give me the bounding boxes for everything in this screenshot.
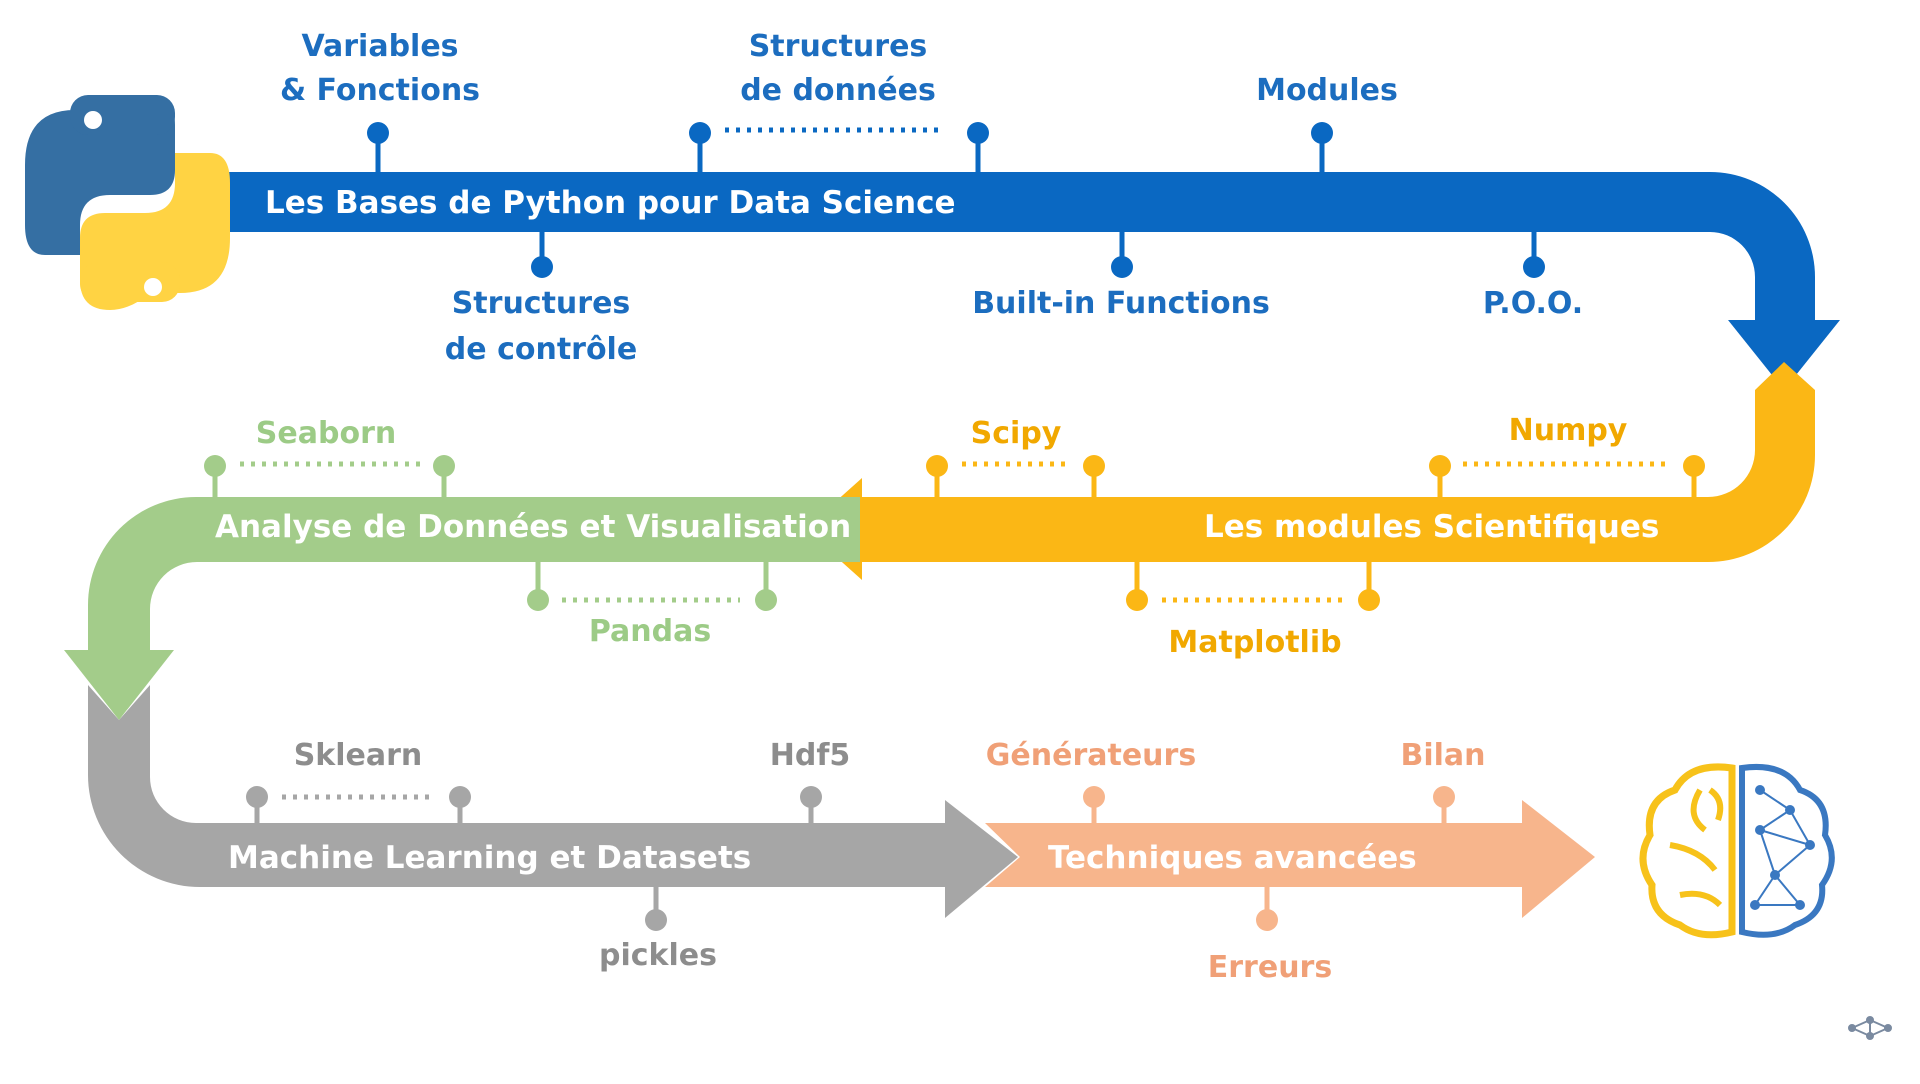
track-analyse-donnees: Analyse de Données et Visualisation Seab… bbox=[64, 416, 860, 720]
green-arrow-body bbox=[88, 497, 860, 650]
milestone-erreurs bbox=[1256, 887, 1278, 931]
track2-title: Les modules Scientifiques bbox=[1204, 509, 1659, 545]
gray-arrow-head bbox=[945, 800, 1018, 918]
track-python-bases: Les Bases de Python pour Data Science bbox=[225, 29, 1840, 390]
track3-title: Analyse de Données et Visualisation bbox=[215, 509, 851, 545]
milestone-hdf5 bbox=[800, 786, 822, 823]
milestone-seaborn bbox=[204, 455, 455, 497]
label-hdf5: Hdf5 bbox=[770, 738, 851, 773]
label-bilan: Bilan bbox=[1400, 738, 1485, 773]
label-structures-controle-1: Structures bbox=[452, 286, 631, 321]
milestone-numpy bbox=[1429, 455, 1705, 497]
milestone-structures-controle bbox=[531, 232, 553, 278]
blue-arrow-head bbox=[1728, 320, 1840, 390]
track1-title: Les Bases de Python pour Data Science bbox=[265, 185, 956, 221]
milestone-pandas bbox=[527, 562, 777, 611]
network-icon[interactable] bbox=[1848, 1016, 1892, 1040]
label-scipy: Scipy bbox=[971, 416, 1062, 451]
yellow-arrow-body bbox=[860, 362, 1815, 562]
label-generateurs: Générateurs bbox=[986, 738, 1196, 773]
milestone-bilan bbox=[1433, 786, 1455, 823]
label-variables-2: & Fonctions bbox=[280, 73, 480, 108]
label-sklearn: Sklearn bbox=[294, 738, 423, 773]
label-structures-donnees-1: Structures bbox=[749, 29, 928, 64]
milestone-sklearn bbox=[246, 786, 471, 823]
label-modules: Modules bbox=[1256, 73, 1398, 108]
orange-arrow-body bbox=[985, 823, 1525, 887]
track4-title: Machine Learning et Datasets bbox=[228, 840, 751, 876]
label-erreurs: Erreurs bbox=[1208, 950, 1332, 985]
milestone-modules bbox=[1311, 122, 1333, 172]
label-poo: P.O.O. bbox=[1483, 286, 1583, 321]
green-arrow-head bbox=[64, 650, 174, 720]
milestone-scipy bbox=[926, 455, 1105, 497]
track-machine-learning: Machine Learning et Datasets Sklearn Hdf… bbox=[88, 685, 1018, 973]
track-techniques-avancees: Techniques avancées Générateurs Bilan Er… bbox=[985, 738, 1595, 985]
track5-title: Techniques avancées bbox=[1048, 840, 1417, 876]
label-variables-1: Variables bbox=[301, 29, 458, 64]
orange-arrow-head bbox=[1522, 800, 1595, 918]
label-matplotlib: Matplotlib bbox=[1168, 625, 1341, 660]
label-pickles: pickles bbox=[599, 938, 717, 973]
milestone-generateurs bbox=[1083, 786, 1105, 823]
milestone-poo bbox=[1523, 232, 1545, 278]
milestone-structures-donnees bbox=[689, 122, 989, 172]
label-structures-donnees-2: de données bbox=[740, 73, 936, 108]
label-pandas: Pandas bbox=[589, 614, 711, 649]
milestone-pickles bbox=[645, 887, 667, 931]
label-numpy: Numpy bbox=[1509, 413, 1628, 448]
label-builtin: Built-in Functions bbox=[972, 286, 1270, 321]
milestone-variables bbox=[367, 122, 389, 172]
brain-ai-icon bbox=[1639, 763, 1835, 939]
blue-arrow-body bbox=[225, 172, 1815, 320]
gray-arrow-body bbox=[88, 685, 945, 887]
track-modules-scientifiques: Les modules Scientifiques Scipy Numpy Ma bbox=[805, 362, 1815, 660]
milestone-matplotlib bbox=[1126, 562, 1380, 611]
milestone-builtin bbox=[1111, 232, 1133, 278]
label-structures-controle-2: de contrôle bbox=[445, 332, 637, 367]
python-logo-icon bbox=[25, 95, 230, 310]
label-seaborn: Seaborn bbox=[256, 416, 396, 451]
